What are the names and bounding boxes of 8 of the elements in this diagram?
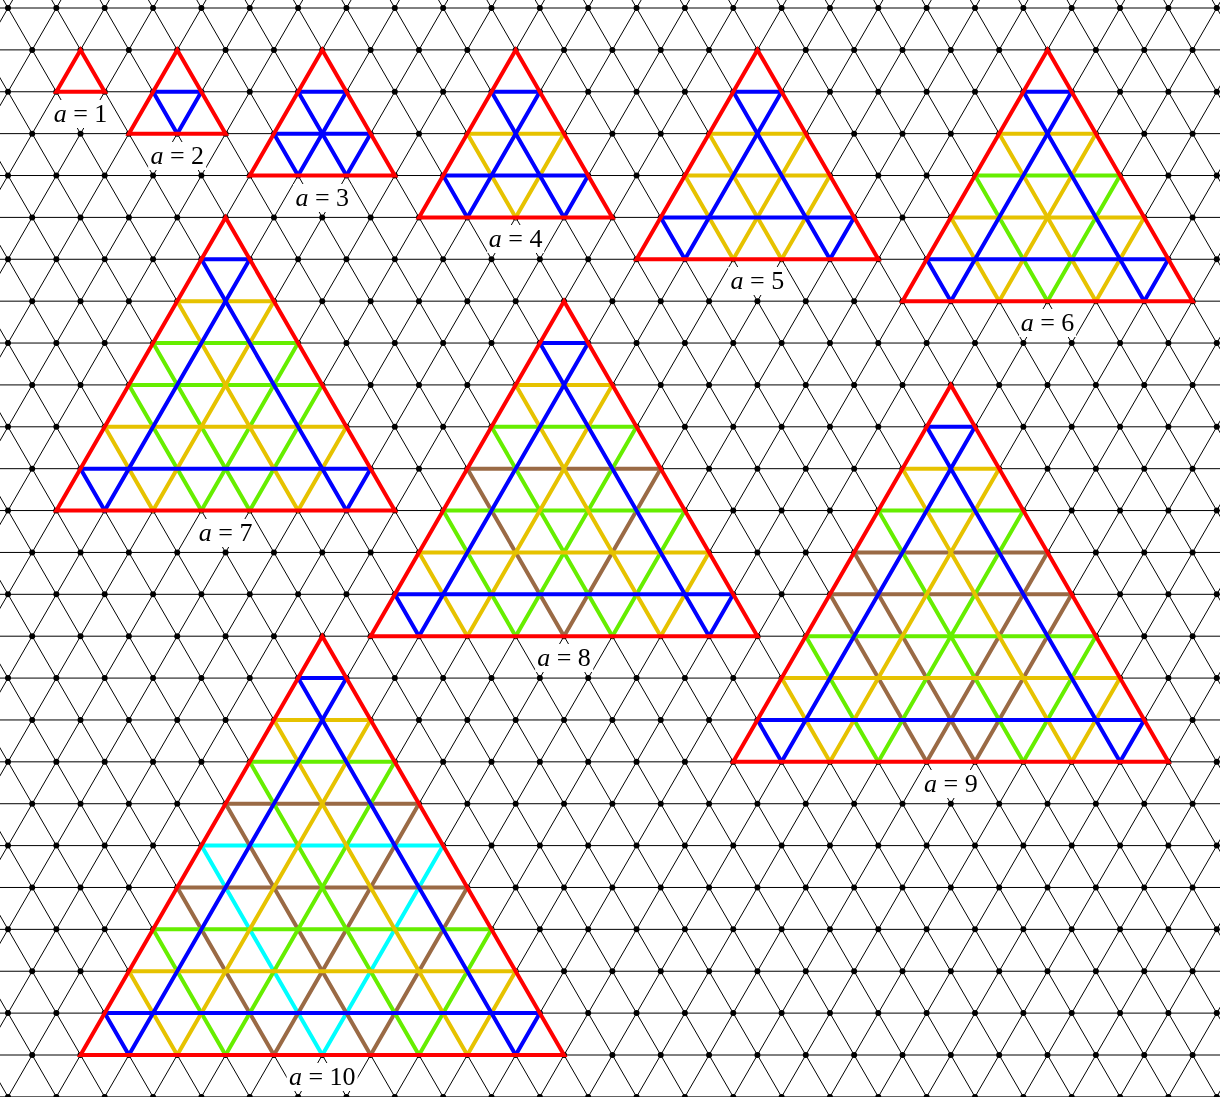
triangle-size-label: a = 6 [1018,309,1077,338]
triangle-size-label: a = 4 [486,225,545,254]
triangle-size-label: a = 10 [286,1063,358,1091]
triangle-size-label: a = 7 [196,518,255,547]
triangle-size-label: a = 2 [148,141,207,170]
triangle-size-label: a = 8 [535,644,593,673]
triangle-size-label: a = 5 [728,267,787,296]
triangle-size-label: a = 9 [922,769,980,798]
